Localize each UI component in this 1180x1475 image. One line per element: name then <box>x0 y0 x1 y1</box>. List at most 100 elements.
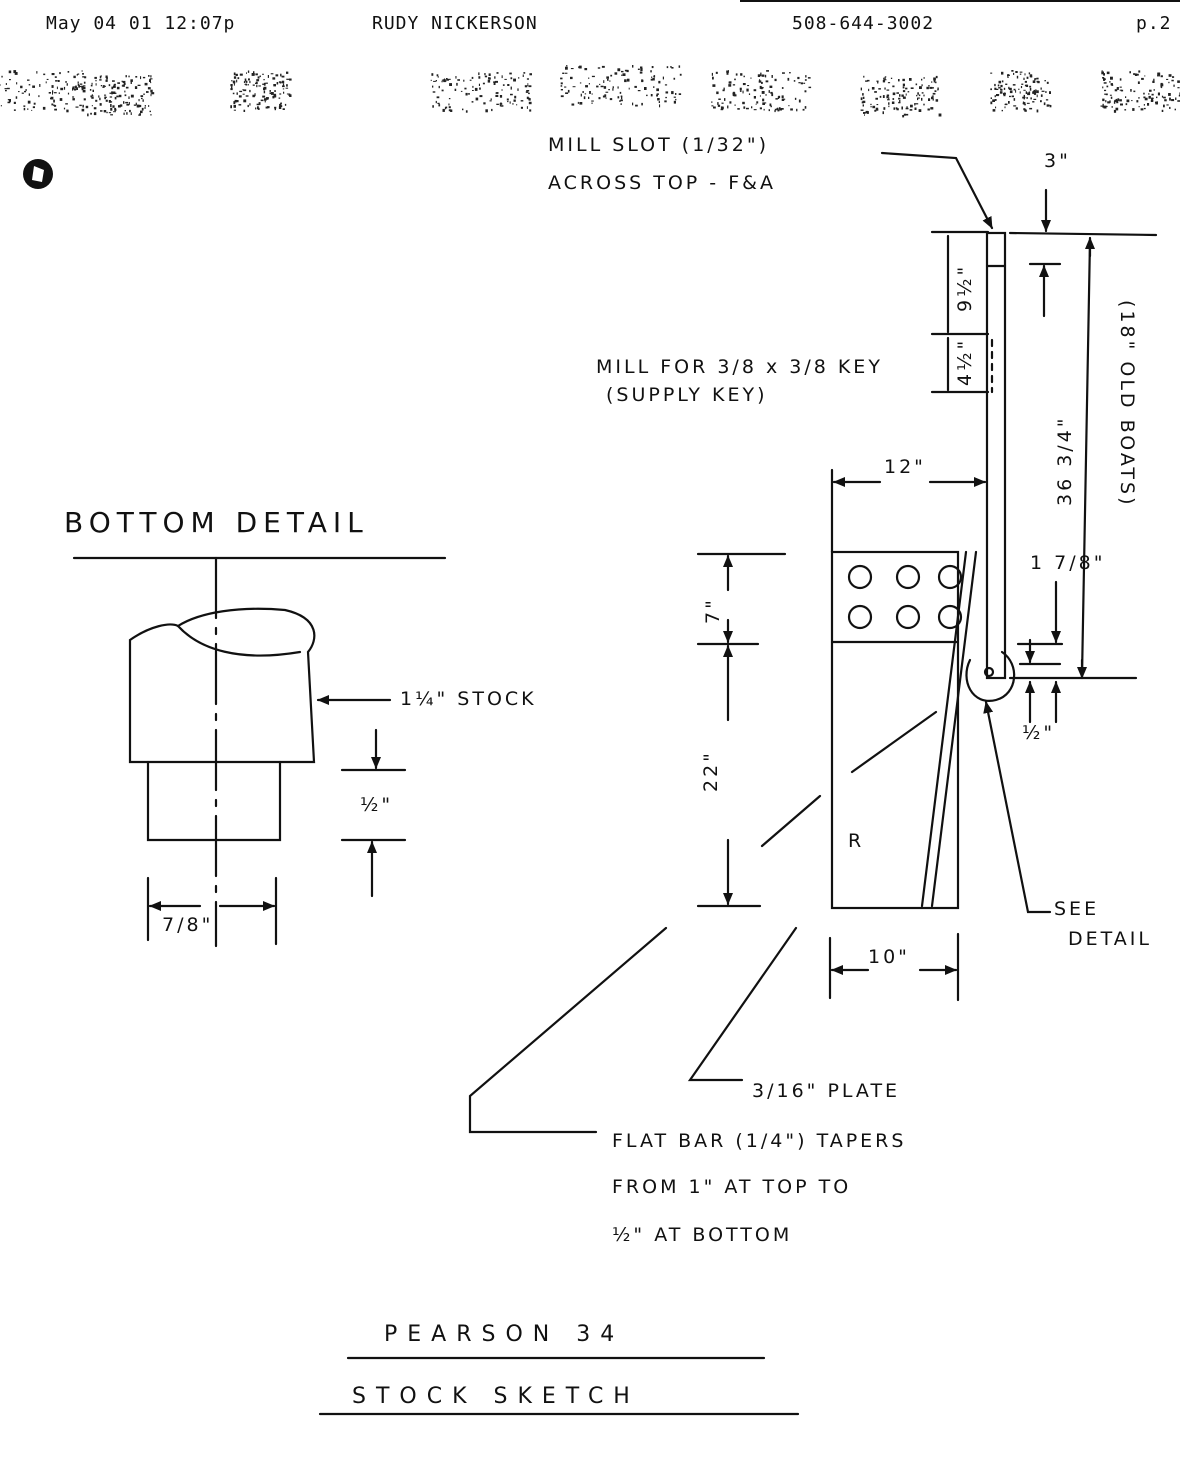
scan-speck <box>882 95 885 98</box>
scan-speck <box>1005 83 1008 85</box>
scan-speck <box>1136 100 1139 103</box>
scan-speck <box>891 101 895 104</box>
scan-speck <box>24 90 27 93</box>
scan-speck <box>1001 80 1004 83</box>
scan-speck <box>93 107 97 110</box>
scan-speck <box>804 106 807 109</box>
scan-speck <box>230 105 232 109</box>
scan-speck <box>876 80 879 82</box>
scan-speck <box>921 84 923 87</box>
scan-speck <box>72 87 74 91</box>
scan-speck <box>923 94 925 97</box>
scan-speck <box>577 101 579 104</box>
scan-speck <box>862 100 866 103</box>
scan-speck <box>884 87 886 90</box>
scan-speck <box>1019 73 1022 75</box>
scan-speck <box>1040 94 1043 97</box>
mill-slot-leader <box>880 151 994 230</box>
scan-speck <box>1022 96 1025 99</box>
scan-speck <box>272 77 276 80</box>
scan-speck <box>777 109 780 112</box>
scan-speck <box>921 97 923 101</box>
scan-speck <box>100 85 103 87</box>
scan-speck <box>1114 99 1116 103</box>
scan-speck <box>1157 75 1160 77</box>
scan-speck <box>463 79 465 82</box>
scan-speck <box>510 77 513 80</box>
scan-speck <box>113 85 116 88</box>
scan-speck <box>793 80 796 82</box>
scan-speck <box>499 95 503 98</box>
scan-speck <box>502 84 505 86</box>
scan-speck <box>123 112 125 115</box>
scan-speck <box>937 87 939 91</box>
scan-speck <box>1000 84 1003 88</box>
scan-speck <box>1020 86 1023 89</box>
scan-speck <box>504 78 507 80</box>
scan-speck <box>886 94 890 97</box>
scan-speck <box>516 104 518 106</box>
scan-speck <box>726 72 729 75</box>
scan-speck <box>743 75 745 78</box>
scan-speck <box>282 88 285 90</box>
scan-speck <box>137 84 141 86</box>
scan-speck <box>673 96 676 98</box>
scan-speck <box>472 85 474 88</box>
scan-speck <box>112 105 115 108</box>
scan-speck <box>652 77 655 81</box>
scan-noise <box>0 65 1180 118</box>
scan-speck <box>513 78 516 82</box>
scan-speck <box>712 76 714 80</box>
scan-speck <box>102 86 104 88</box>
scan-speck <box>116 95 119 98</box>
scan-speck <box>1032 80 1036 83</box>
scan-speck <box>106 77 108 81</box>
scan-speck <box>679 73 682 76</box>
scan-speck <box>114 96 117 100</box>
scan-speck <box>1032 101 1035 103</box>
blade-mark-r: R <box>848 830 865 852</box>
scan-speck <box>9 79 11 81</box>
scan-speck <box>1130 89 1132 92</box>
scan-speck <box>861 101 864 104</box>
scan-speck <box>867 79 870 82</box>
scan-speck <box>501 89 503 91</box>
scan-speck <box>612 86 614 89</box>
flat-bar-leader-stub <box>850 710 938 774</box>
scan-speck <box>992 99 995 102</box>
scan-speck <box>898 79 900 82</box>
scan-speck <box>1148 93 1150 95</box>
flat-bar-label-line3: ½" AT BOTTOM <box>612 1224 793 1246</box>
scan-speck <box>507 101 509 103</box>
scan-speck <box>634 85 637 88</box>
scan-speck <box>1029 85 1032 88</box>
scan-speck <box>243 89 247 92</box>
scan-speck <box>779 108 782 111</box>
scan-speck <box>109 92 112 94</box>
scan-speck <box>273 93 277 97</box>
scan-speck <box>1138 97 1140 99</box>
scan-speck <box>112 80 115 82</box>
scan-speck <box>256 103 260 106</box>
scan-speck <box>726 70 729 73</box>
scan-speck <box>1110 83 1113 86</box>
scan-speck <box>571 103 575 106</box>
top-dim-label: 3" <box>1044 150 1071 172</box>
scan-speck <box>658 80 661 84</box>
scan-speck <box>246 72 247 74</box>
scan-speck <box>1032 92 1034 94</box>
scan-speck <box>13 109 16 111</box>
scan-speck <box>909 78 912 81</box>
scan-speck <box>1007 76 1009 78</box>
scan-speck <box>608 89 610 91</box>
scan-speck <box>82 90 86 92</box>
scan-speck <box>271 92 274 95</box>
scan-speck <box>1015 90 1017 93</box>
scan-speck <box>781 95 784 98</box>
scan-speck <box>905 113 909 116</box>
scan-speck <box>1102 103 1104 107</box>
scan-speck <box>286 71 289 74</box>
scan-speck <box>1134 73 1138 76</box>
scan-speck <box>255 107 257 110</box>
